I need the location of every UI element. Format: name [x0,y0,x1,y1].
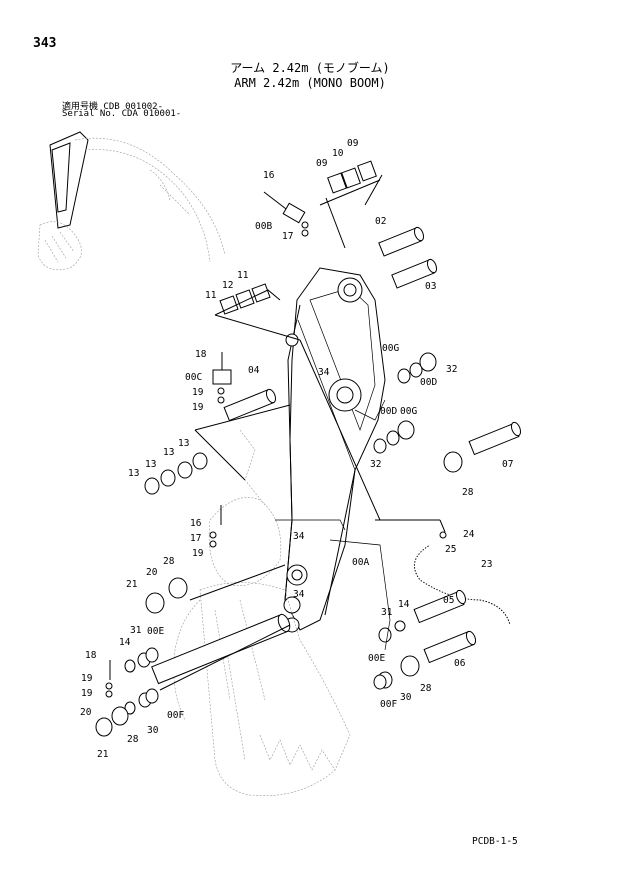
callout-label: 28 [462,487,474,498]
dashed-frames [275,519,391,651]
top-pins [214,160,438,341]
callout-label: 14 [398,599,410,610]
callout-label: 20 [80,707,92,718]
callout-label: 17 [190,533,201,544]
title-japanese: アーム 2.42m (モノブーム) [230,61,390,75]
callout-label: 00E [147,626,164,637]
callout-label: 10 [332,148,344,159]
callout-label: 02 [375,216,386,227]
callout-label: 19 [192,402,204,413]
callout-label: 12 [222,280,233,291]
callout-label: 00D [420,377,437,388]
callout-label: 00D [380,406,397,417]
callout-label: 16 [263,170,275,181]
callout-label: 34 [293,589,305,600]
callout-label: 31 [130,625,142,636]
callout-label: 00C [185,372,202,383]
callout-label: 16 [190,518,202,529]
callout-label: 19 [81,673,93,684]
callout-label: 34 [293,531,305,542]
callout-label: 11 [237,270,249,281]
callout-label: 19 [192,387,204,398]
callout-label: 21 [97,749,109,760]
callout-label: 13 [163,447,174,458]
callout-label: 19 [192,548,204,559]
callout-label: 24 [463,529,475,540]
left-pins [144,352,291,548]
right-pins [299,339,522,690]
serial-line-2: Serial No. CDA 010001- [62,109,182,119]
callout-label: 30 [147,725,159,736]
callout-label: 32 [446,364,457,375]
excavator-thumbnail [37,131,226,271]
callout-label: 00E [368,653,385,664]
serial-line-1: 適用号機 CDB 001002- [62,102,164,112]
callout-label: 05 [443,595,454,606]
callout-label: 21 [126,579,138,590]
callout-label: 07 [502,459,513,470]
callout-label: 19 [81,688,93,699]
callout-labels: 09 10 09 16 00B 17 02 03 11 12 11 18 00C… [80,138,513,760]
footer-code: PCDB-1-5 [472,836,518,847]
bottom-pins [95,564,291,737]
callout-label: 03 [425,281,436,292]
callout-label: 04 [248,365,260,376]
callout-label: 18 [195,349,207,360]
callout-label: 06 [454,658,466,669]
callout-label: 00G [400,406,417,417]
callout-label: 00B [255,221,272,232]
title-english: ARM 2.42m (MONO BOOM) [234,76,386,90]
callout-label: 13 [145,459,156,470]
callout-label: 31 [381,607,393,618]
callout-label: 32 [370,459,381,470]
callout-label: 20 [146,567,158,578]
callout-label: 11 [205,290,217,301]
callout-label: 25 [445,544,456,555]
callout-label: 30 [400,692,412,703]
callout-label: 09 [316,158,328,169]
callout-label: 28 [127,734,139,745]
callout-label: 34 [318,367,330,378]
callout-label: 14 [119,637,131,648]
callout-label: 23 [481,559,492,570]
arm-body [283,267,386,633]
callout-label: 17 [282,231,293,242]
callout-label: 09 [347,138,359,149]
callout-label: 00F [380,699,397,710]
callout-label: 00A [352,557,369,568]
callout-label: 00F [167,710,184,721]
callout-label: 18 [85,650,97,661]
callout-label: 13 [128,468,139,479]
callout-label: 00G [382,343,399,354]
callout-label: 13 [178,438,189,449]
callout-label: 28 [420,683,432,694]
page-number: 343 [33,36,57,51]
callout-label: 28 [163,556,175,567]
